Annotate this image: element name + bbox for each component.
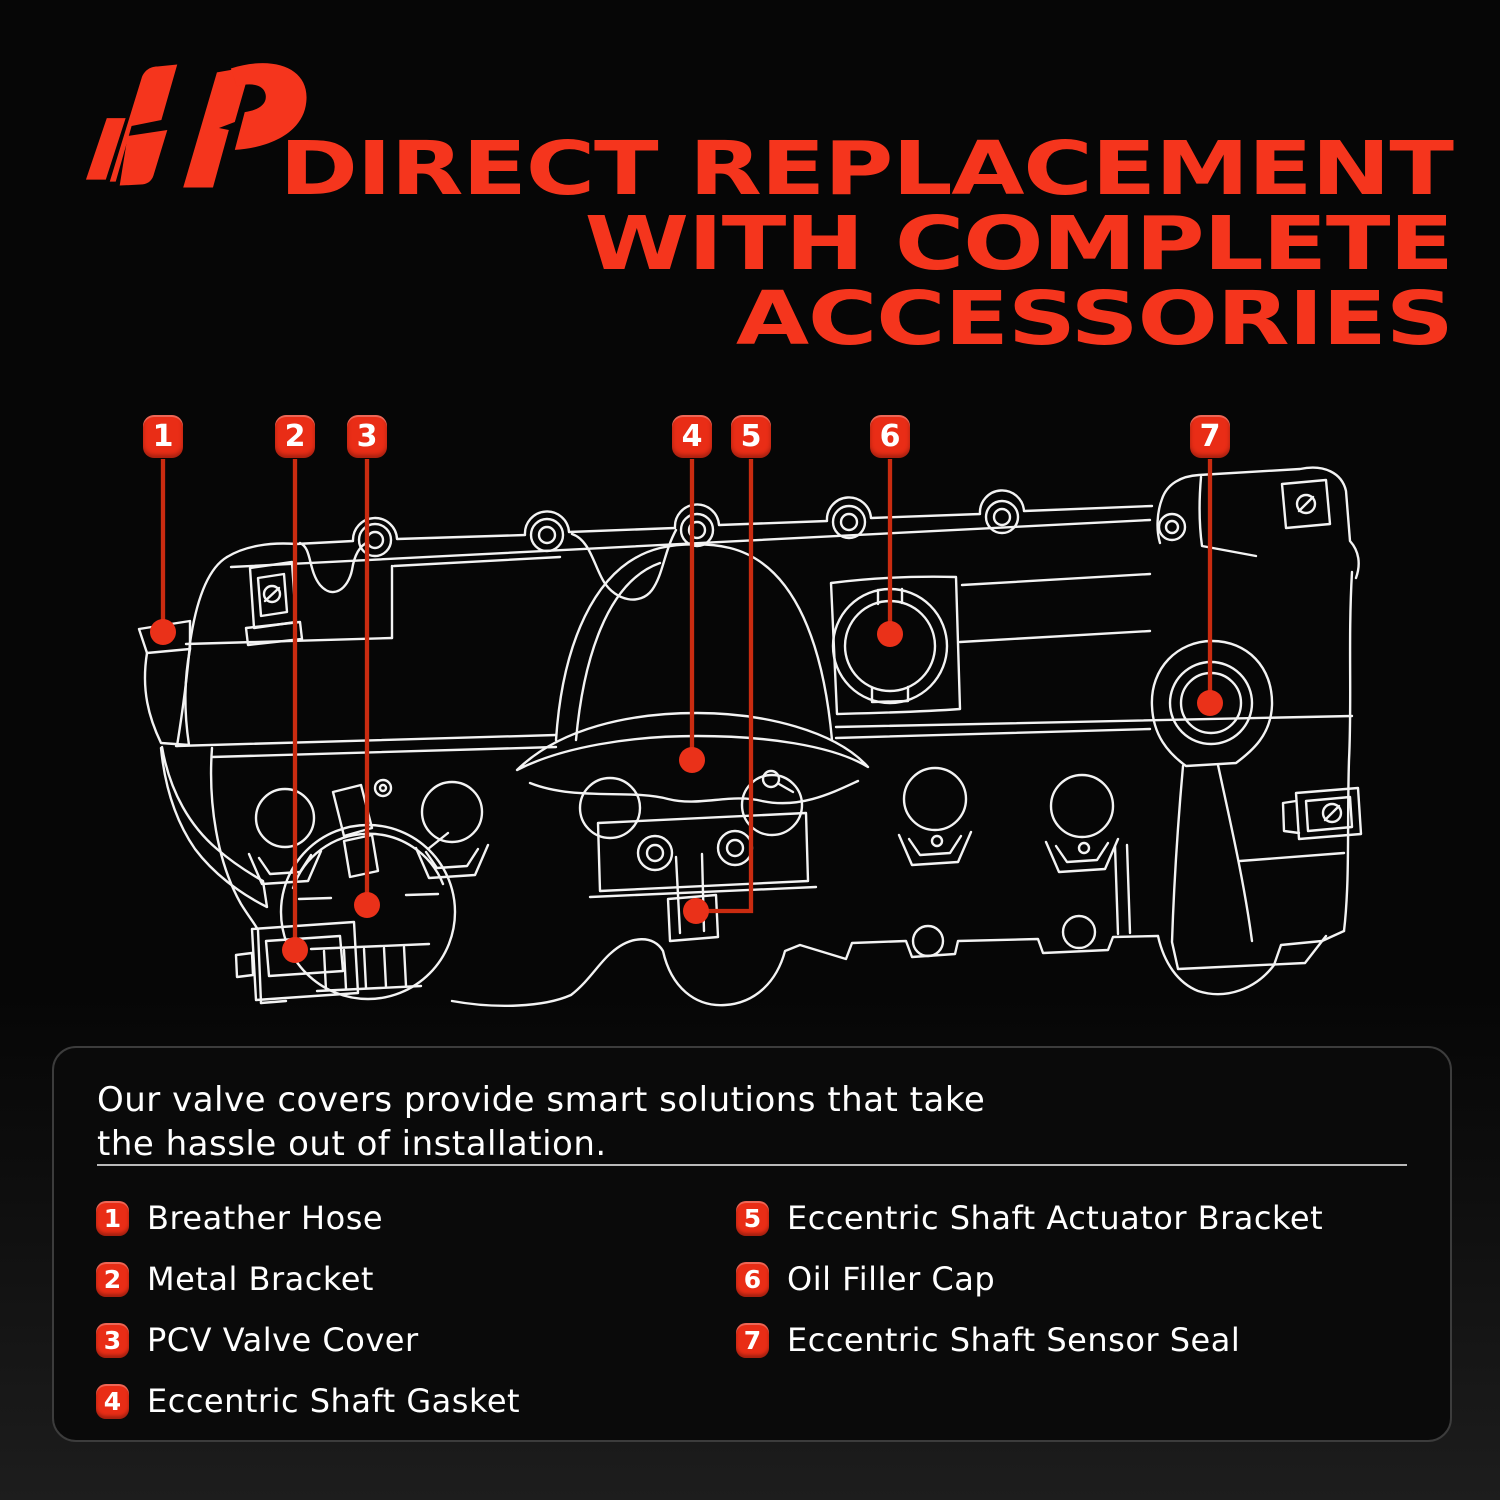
legend-label-1: Breather Hose [147, 1199, 384, 1237]
legend-label-6: Oil Filler Cap [787, 1260, 996, 1298]
legend-column-left: 1 Breather Hose 2 Metal Bracket 3 PCV Va… [96, 1199, 521, 1444]
legend-item-metal-bracket: 2 Metal Bracket [96, 1260, 520, 1298]
legend-badge-4: 4 [96, 1383, 129, 1419]
legend-item-eccentric-shaft-sensor-seal: 7 Eccentric Shaft Sensor Seal [736, 1321, 1323, 1359]
intro-line-1: Our valve covers provide smart solutions… [97, 1080, 986, 1120]
legend-badge-3: 3 [96, 1322, 129, 1358]
marker-badge-6: 6 [870, 415, 910, 458]
ap-logo [85, 63, 307, 188]
title-line-2: WITH COMPLETE [584, 201, 1454, 287]
intro-text: Our valve covers provide smart solutions… [97, 1078, 985, 1166]
title-line-1: DIRECT REPLACEMENT [279, 126, 1455, 212]
legend-item-pcv-valve-cover: 3 PCV Valve Cover [96, 1321, 520, 1359]
valve-cover-diagram [137, 459, 1363, 1007]
page-title: DIRECT REPLACEMENT WITH COMPLETE ACCESSO… [279, 126, 1455, 362]
info-panel: Our valve covers provide smart solutions… [52, 1046, 1452, 1442]
leader-lines [160, 459, 1213, 948]
callout-dots [150, 619, 1223, 963]
legend-label-5: Eccentric Shaft Actuator Bracket [787, 1199, 1324, 1237]
legend-badge-5: 5 [736, 1200, 769, 1236]
legend-badge-1: 1 [96, 1200, 129, 1236]
divider [97, 1164, 1407, 1166]
intro-line-2: the hassle out of installation. [97, 1124, 607, 1164]
legend-badge-7: 7 [736, 1322, 769, 1358]
marker-badge-2: 2 [275, 415, 315, 458]
ap-monogram-shapes [85, 63, 307, 188]
legend-column-right: 5 Eccentric Shaft Actuator Bracket 6 Oil… [736, 1199, 1324, 1383]
legend-label-7: Eccentric Shaft Sensor Seal [787, 1321, 1241, 1359]
marker-badge-1: 1 [143, 415, 183, 458]
title-line-3: ACCESSORIES [736, 276, 1454, 362]
legend-label-2: Metal Bracket [147, 1260, 374, 1298]
marker-badge-5: 5 [731, 415, 771, 458]
legend-label-4: Eccentric Shaft Gasket [147, 1382, 521, 1420]
valve-cover-line-art [137, 466, 1363, 1007]
legend-item-oil-filler-cap: 6 Oil Filler Cap [736, 1260, 1323, 1298]
legend-item-eccentric-shaft-gasket: 4 Eccentric Shaft Gasket [96, 1382, 521, 1420]
legend-badge-2: 2 [96, 1261, 129, 1297]
marker-badge-7: 7 [1190, 415, 1230, 458]
legend-item-eccentric-shaft-actuator-bracket: 5 Eccentric Shaft Actuator Bracket [736, 1199, 1324, 1237]
legend-item-breather-hose: 1 Breather Hose [96, 1199, 520, 1237]
marker-badge-3: 3 [347, 415, 387, 458]
legend-label-3: PCV Valve Cover [147, 1321, 419, 1359]
legend-badge-6: 6 [736, 1261, 769, 1297]
marker-badge-4: 4 [672, 415, 712, 458]
